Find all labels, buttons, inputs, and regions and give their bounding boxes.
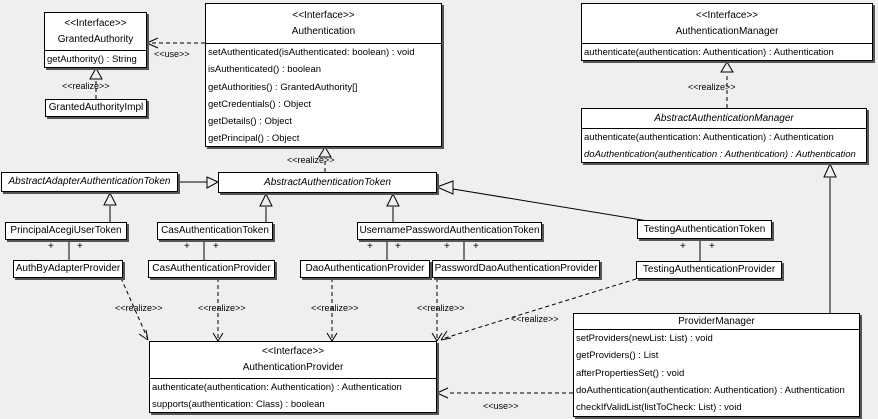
edge-realize-abstractauthenticationtoken	[318, 146, 332, 172]
method: authenticate(authentication: Authenticat…	[584, 47, 834, 58]
edge-realize-grantedauthorityimpl	[89, 66, 103, 99]
class-name: PrincipalAcegiUserToken	[10, 225, 122, 236]
class-name: TestingAuthenticationToken	[643, 223, 766, 235]
class-name: CasAuthenticationProvider	[152, 263, 271, 274]
class-authentication-manager: <<Interface>> AuthenticationManager auth…	[581, 3, 873, 61]
class-name: PasswordDaoAuthenticationProvider	[434, 263, 598, 274]
class-provider-manager: ProviderManager setProviders(newList: Li…	[573, 313, 860, 417]
realize-label: <<realize>>	[311, 303, 359, 313]
edge-realize-testingauthenticationprovider	[440, 278, 637, 341]
class-name: AbstractAuthenticationManager	[654, 112, 794, 124]
association-end-label: +	[444, 241, 450, 252]
method: getAuthorities() : GrantedAuthority[]	[208, 81, 358, 93]
realize-label: <<realize>>	[115, 303, 163, 313]
class-name: AbstractAdapterAuthenticationToken	[8, 176, 171, 187]
method: getPrincipal() : Object	[208, 133, 300, 145]
class-auth-by-adapter-provider: AuthByAdapterProvider	[13, 260, 123, 278]
method: getProviders() : List	[576, 350, 659, 362]
edge-gen-casauthenticationtoken	[259, 192, 273, 222]
class-cas-authentication-token: CasAuthenticationToken	[157, 222, 273, 240]
association-end-label: +	[473, 241, 479, 252]
class-name: AuthByAdapterProvider	[15, 263, 121, 274]
association-end-label: +	[77, 241, 83, 252]
class-testing-authentication-provider: TestingAuthenticationProvider	[636, 261, 782, 279]
class-granted-authority-impl: GrantedAuthorityImpl	[45, 99, 147, 117]
edge-gen-principalacegiusertoken	[103, 191, 117, 222]
stereotype: <<Interface>>	[292, 9, 355, 21]
association-end-label: +	[48, 241, 54, 252]
edge-use-providermanager	[436, 387, 573, 399]
class-name: CasAuthenticationToken	[161, 225, 269, 236]
method: getDetails() : Object	[208, 116, 292, 128]
class-abstract-authentication-token: AbstractAuthenticationToken	[218, 172, 437, 193]
stereotype: <<Interface>>	[695, 9, 759, 21]
class-authentication: <<Interface>> Authentication setAuthenti…	[205, 3, 442, 147]
edge-assoc-token-providers	[68, 239, 701, 261]
class-name: ProviderManager	[678, 315, 755, 327]
use-label: <<use>>	[154, 49, 190, 59]
association-end-label: +	[395, 241, 401, 252]
method: setProviders(newList: List) : void	[576, 333, 713, 344]
class-principal-acegi-user-token: PrincipalAcegiUserToken	[5, 222, 127, 240]
class-name: UsernamePasswordAuthenticationToken	[359, 225, 540, 236]
use-label: <<use>>	[483, 401, 519, 411]
class-name: AbstractAuthenticationToken	[264, 176, 391, 188]
class-name: Authentication	[291, 25, 356, 37]
association-end-label: +	[680, 241, 686, 252]
method: setAuthenticated(isAuthenticated: boolea…	[208, 47, 415, 58]
method-abstract: doAuthentication(authentication : Authen…	[584, 149, 856, 161]
class-name: GrantedAuthorityImpl	[48, 102, 144, 113]
edge-gen-usernamepasswordtoken	[386, 192, 400, 222]
realize-label: <<realize>>	[198, 303, 246, 313]
method: getCredentials() : Object	[208, 98, 311, 110]
edge-use-authentication-grantedauthority	[146, 37, 205, 49]
edge-realize-passworddaoprovider	[431, 278, 443, 342]
edge-realize-casauthenticationprovider	[212, 278, 224, 342]
class-name: AuthenticationProvider	[242, 362, 344, 373]
association-end-label: +	[709, 241, 715, 252]
class-name: TestingAuthenticationProvider	[642, 264, 776, 275]
method: supports(authentication: Class) : boolea…	[152, 399, 325, 411]
method: authenticate(authentication: Authenticat…	[584, 132, 834, 143]
edge-gen-abstractadapter	[178, 176, 220, 189]
class-dao-authentication-provider: DaoAuthenticationProvider	[300, 260, 430, 278]
class-abstract-adapter-authentication-token: AbstractAdapterAuthenticationToken	[1, 172, 178, 192]
realize-label: <<realize>>	[511, 314, 559, 324]
edge-gen-providermanager	[823, 162, 837, 313]
class-password-dao-authentication-provider: PasswordDaoAuthenticationProvider	[432, 260, 600, 278]
realize-label: <<realize>>	[287, 155, 335, 165]
edge-realize-abstractauthenticationmanager	[720, 61, 734, 108]
class-name: AuthenticationManager	[675, 25, 779, 37]
class-abstract-authentication-manager: AbstractAuthenticationManager authentica…	[581, 108, 867, 163]
edge-gen-testingauthenticationtoken	[435, 180, 649, 222]
method: doAuthentication(authentication: Authent…	[576, 384, 845, 396]
realize-label: <<realize>>	[688, 82, 736, 92]
edge-realize-daoauthenticationprovider	[326, 278, 338, 342]
class-username-password-authentication-token: UsernamePasswordAuthenticationToken	[357, 222, 542, 240]
method: afterPropertiesSet() : void	[576, 367, 685, 379]
method: getAuthority() : String	[47, 54, 137, 65]
class-testing-authentication-token: TestingAuthenticationToken	[637, 220, 772, 239]
realize-label: <<realize>>	[417, 303, 465, 313]
method: authenticate(authentication: Authenticat…	[152, 382, 402, 393]
method: checkIfValidList(listToCheck: List) : vo…	[576, 402, 742, 414]
association-end-label: +	[367, 241, 373, 252]
stereotype: <<Interface>>	[64, 17, 127, 29]
class-authentication-provider: <<Interface>> AuthenticationProvider aut…	[149, 341, 437, 413]
stereotype: <<Interface>>	[261, 346, 325, 357]
class-name: DaoAuthenticationProvider	[305, 263, 425, 274]
class-cas-authentication-provider: CasAuthenticationProvider	[148, 260, 275, 278]
realize-label: <<realize>>	[62, 81, 110, 91]
class-granted-authority: <<Interface>> GrantedAuthority getAuthor…	[44, 12, 147, 68]
edge-realize-authbyadapterprovider	[120, 277, 149, 341]
association-end-label: +	[213, 241, 219, 252]
association-end-label: +	[184, 241, 190, 252]
class-name: GrantedAuthority	[57, 33, 134, 45]
method: isAuthenticated() : boolean	[208, 64, 322, 76]
